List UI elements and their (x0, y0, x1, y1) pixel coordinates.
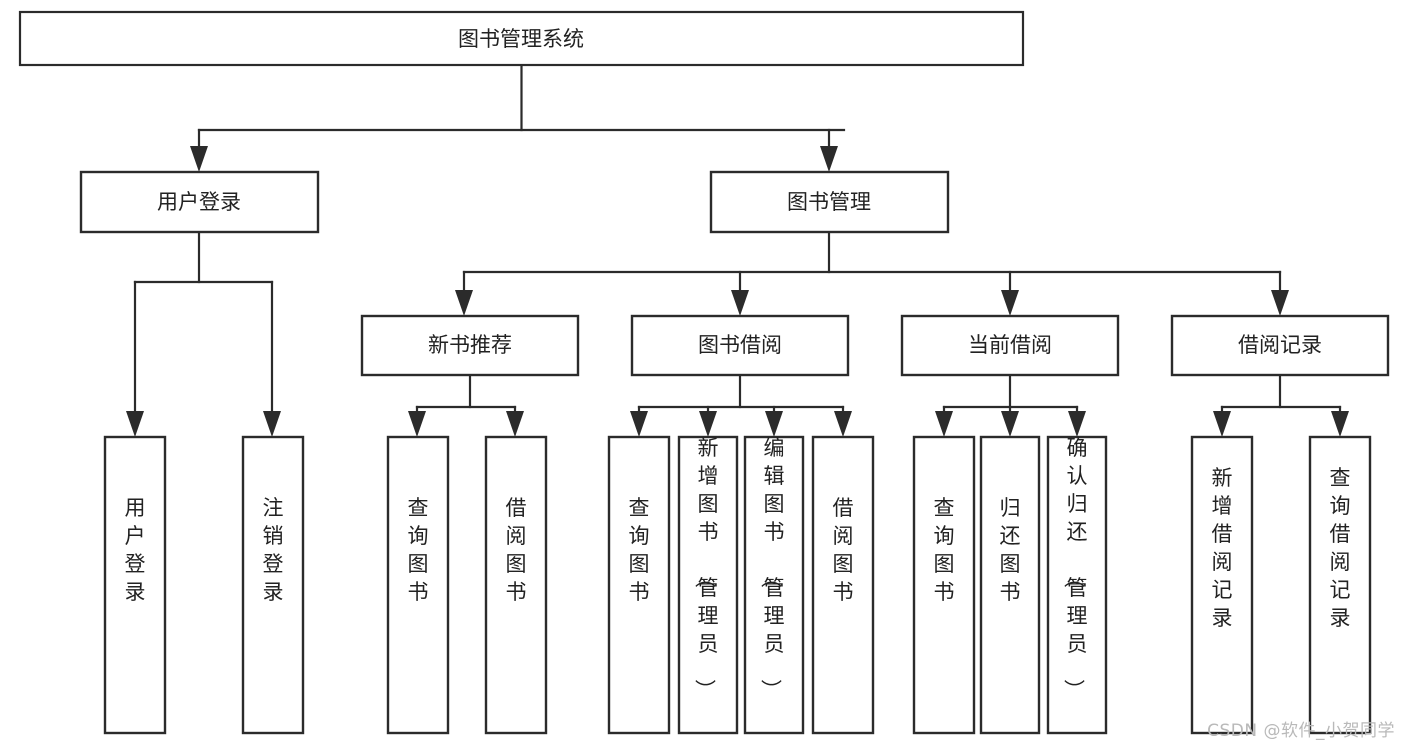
node-leaf-rec-search-box[interactable] (1308, 435, 1372, 735)
node-leaf-borrow-lend-label: 借阅图书 (833, 496, 854, 604)
node-leaf-rec-borrow-box[interactable] (484, 435, 548, 735)
node-current-borrow-box[interactable] (900, 314, 1120, 377)
arrow-to-leaf-cur-return (1001, 411, 1019, 437)
node-user-login[interactable]: 用户登录 (79, 170, 320, 234)
node-borrow-record-box[interactable] (1170, 314, 1390, 377)
node-leaf-cur-query-box[interactable] (912, 435, 976, 735)
node-book-manage[interactable]: 图书管理 (709, 170, 950, 234)
node-leaf-rec-search-label: 查询借阅记录 (1330, 466, 1351, 630)
node-leaf-rec-borrow[interactable]: 借阅图书 (484, 435, 548, 735)
node-current-borrow-label: 当前借阅 (968, 333, 1052, 357)
arrow-to-leaf-rec-search (1331, 411, 1349, 437)
arrow-to-newbook (455, 290, 473, 316)
node-leaf-user-login[interactable]: 用户登录 (103, 435, 167, 735)
arrow-to-leaf-rec-query (408, 411, 426, 437)
node-borrow-record-label: 借阅记录 (1238, 333, 1322, 357)
node-new-book-rec[interactable]: 新书推荐 (360, 314, 580, 377)
node-root-label: 图书管理系统 (458, 27, 584, 51)
arrow-to-borrowrecord (1271, 290, 1289, 316)
arrow-to-leaf-borrow-lend (834, 411, 852, 437)
csdn-watermark: CSDN @软件_小贺同学 (1207, 721, 1395, 741)
arrow-to-leaf-cur-query (935, 411, 953, 437)
node-leaf-borrow-edit[interactable]: 编辑图书（管理员） (743, 435, 805, 735)
node-leaf-user-logout-box[interactable] (241, 435, 305, 735)
node-root[interactable]: 图书管理系统 (18, 10, 1025, 67)
arrow-to-bookborrow (731, 290, 749, 316)
arrow-to-leaf-borrow-add (699, 411, 717, 437)
arrow-root-to-bookmanage (820, 146, 838, 172)
node-book-borrow[interactable]: 图书借阅 (630, 314, 850, 377)
arrow-to-leaf-rec-add (1213, 411, 1231, 437)
node-leaf-cur-query-label: 查询图书 (934, 496, 955, 604)
node-leaf-cur-return-label: 归还图书 (1000, 496, 1021, 604)
node-user-login-box[interactable] (79, 170, 320, 234)
node-borrow-record[interactable]: 借阅记录 (1170, 314, 1390, 377)
arrow-to-currentborrow (1001, 290, 1019, 316)
node-leaf-rec-query-label: 查询图书 (408, 496, 429, 604)
arrow-to-leaf-borrow-query (630, 411, 648, 437)
node-leaf-borrow-lend-box[interactable] (811, 435, 875, 735)
node-new-book-rec-box[interactable] (360, 314, 580, 377)
node-user-login-label: 用户登录 (157, 190, 241, 214)
node-leaf-rec-add-box[interactable] (1190, 435, 1254, 735)
node-leaf-user-logout-label: 注销登录 (263, 496, 284, 604)
node-book-manage-label: 图书管理 (787, 190, 871, 214)
arrow-to-leaf-cur-confirm (1068, 411, 1086, 437)
arrow-to-leaf-rec-borrow (506, 411, 524, 437)
arrow-to-leaf-borrow-edit (765, 411, 783, 437)
node-leaf-rec-search[interactable]: 查询借阅记录 (1308, 435, 1372, 735)
node-new-book-rec-label: 新书推荐 (428, 333, 512, 357)
node-current-borrow[interactable]: 当前借阅 (900, 314, 1120, 377)
node-leaf-borrow-query-label: 查询图书 (629, 496, 650, 604)
node-leaf-borrow-lend[interactable]: 借阅图书 (811, 435, 875, 735)
node-leaf-borrow-edit-box[interactable] (743, 435, 805, 735)
node-leaf-borrow-query-box[interactable] (607, 435, 671, 735)
node-leaf-cur-confirm-box[interactable] (1046, 435, 1108, 735)
node-leaf-rec-query[interactable]: 查询图书 (386, 435, 450, 735)
node-leaf-rec-query-box[interactable] (386, 435, 450, 735)
node-leaf-borrow-add-label: 新增图书（管理员） (693, 436, 719, 700)
node-leaf-cur-return-box[interactable] (979, 435, 1041, 735)
connector-layer (126, 63, 1349, 437)
node-leaf-rec-add[interactable]: 新增借阅记录 (1190, 435, 1254, 735)
node-leaf-cur-query[interactable]: 查询图书 (912, 435, 976, 735)
node-leaf-borrow-edit-label: 编辑图书（管理员） (759, 436, 785, 700)
node-leaf-rec-add-label: 新增借阅记录 (1212, 466, 1233, 630)
node-book-manage-box[interactable] (709, 170, 950, 234)
node-leaf-cur-confirm[interactable]: 确认归还（管理员） (1046, 435, 1108, 735)
node-leaf-user-login-box[interactable] (103, 435, 167, 735)
node-leaf-borrow-query[interactable]: 查询图书 (607, 435, 671, 735)
node-leaf-user-login-label: 用户登录 (125, 496, 146, 604)
arrow-to-leaf-user-logout (263, 411, 281, 437)
node-leaf-user-logout[interactable]: 注销登录 (241, 435, 305, 735)
node-leaf-rec-borrow-label: 借阅图书 (506, 496, 527, 604)
node-book-borrow-box[interactable] (630, 314, 850, 377)
node-book-borrow-label: 图书借阅 (698, 333, 782, 357)
node-leaf-cur-confirm-label: 确认归还（管理员） (1062, 436, 1088, 700)
arrow-to-leaf-user-login (126, 411, 144, 437)
arrow-root-to-userlogin (190, 146, 208, 172)
node-leaf-borrow-add[interactable]: 新增图书（管理员） (677, 435, 739, 735)
node-leaf-borrow-add-box[interactable] (677, 435, 739, 735)
node-leaf-cur-return[interactable]: 归还图书 (979, 435, 1041, 735)
node-root-box[interactable] (18, 10, 1025, 67)
